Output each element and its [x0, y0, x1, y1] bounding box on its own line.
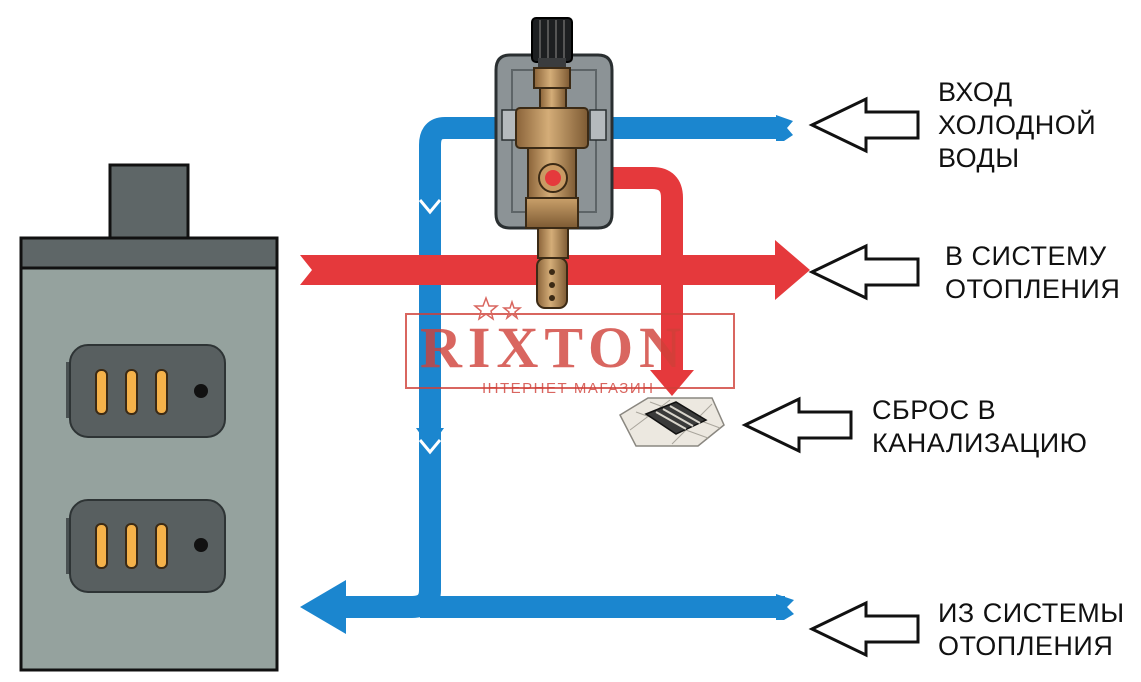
flow-arrow-down	[416, 428, 444, 448]
outline-arrow-icon	[808, 96, 920, 154]
label-supply: В СИСТЕМУ ОТОПЛЕНИЯ	[945, 241, 1121, 304]
watermark-tagline: ІНТЕРНЕТ МАГАЗИН	[482, 380, 655, 397]
return-break	[776, 594, 794, 620]
label-cold-inlet: ВХОД ХОЛОДНОЙ ВОДЫ	[938, 77, 1097, 173]
flow-chevron-upper	[418, 199, 442, 215]
watermark-brand: RIXTON	[420, 315, 687, 380]
label-return: ИЗ СИСТЕМЫ ОТОПЛЕНИЯ	[938, 598, 1125, 661]
floor-drain-icon	[619, 397, 725, 447]
safety-valve-icon	[494, 17, 614, 309]
cold-inlet-break	[776, 115, 793, 141]
outline-arrow-icon	[808, 600, 920, 658]
boiler-window-lower	[66, 499, 226, 593]
outline-arrow-icon	[741, 396, 853, 454]
label-drain: СБРОС В КАНАЛИЗАЦИЮ	[872, 395, 1088, 458]
outline-arrow-icon	[808, 243, 920, 301]
flow-chevron-lower	[418, 439, 442, 455]
return-arrow-head	[300, 580, 346, 634]
cold-water-pipes	[340, 117, 785, 618]
boiler-window-upper	[66, 344, 226, 438]
boiler-icon	[19, 163, 279, 672]
watermark-logo	[405, 295, 735, 389]
drain-pipe	[555, 167, 694, 396]
